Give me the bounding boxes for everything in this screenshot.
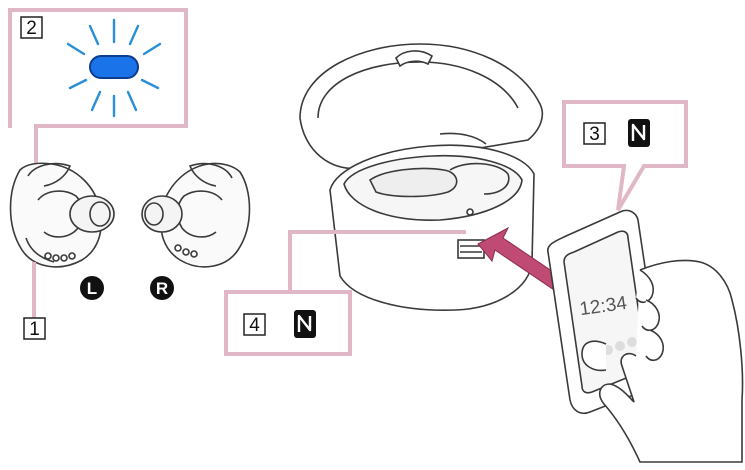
callout-3-frame	[564, 102, 686, 210]
callout-3-number: 3	[589, 124, 600, 145]
right-mark: R	[156, 279, 168, 298]
callout-4-number: 4	[249, 315, 260, 336]
callout-2-indicator: 2	[10, 8, 186, 170]
charging-case	[300, 44, 542, 310]
left-mark-badge: L	[80, 276, 104, 300]
callout-3-nfc-phone: 3	[564, 102, 686, 210]
nfc-icon	[294, 310, 316, 338]
right-earbud	[142, 163, 250, 266]
callout-2-number: 2	[26, 18, 37, 39]
left-earbud	[11, 163, 115, 267]
nfc-icon	[628, 119, 650, 147]
callout-1-sensor: 1	[24, 262, 45, 340]
right-mark-badge: R	[150, 276, 174, 300]
callout-1-number: 1	[29, 319, 40, 340]
indicator-light	[90, 56, 138, 78]
left-mark: L	[87, 279, 97, 298]
